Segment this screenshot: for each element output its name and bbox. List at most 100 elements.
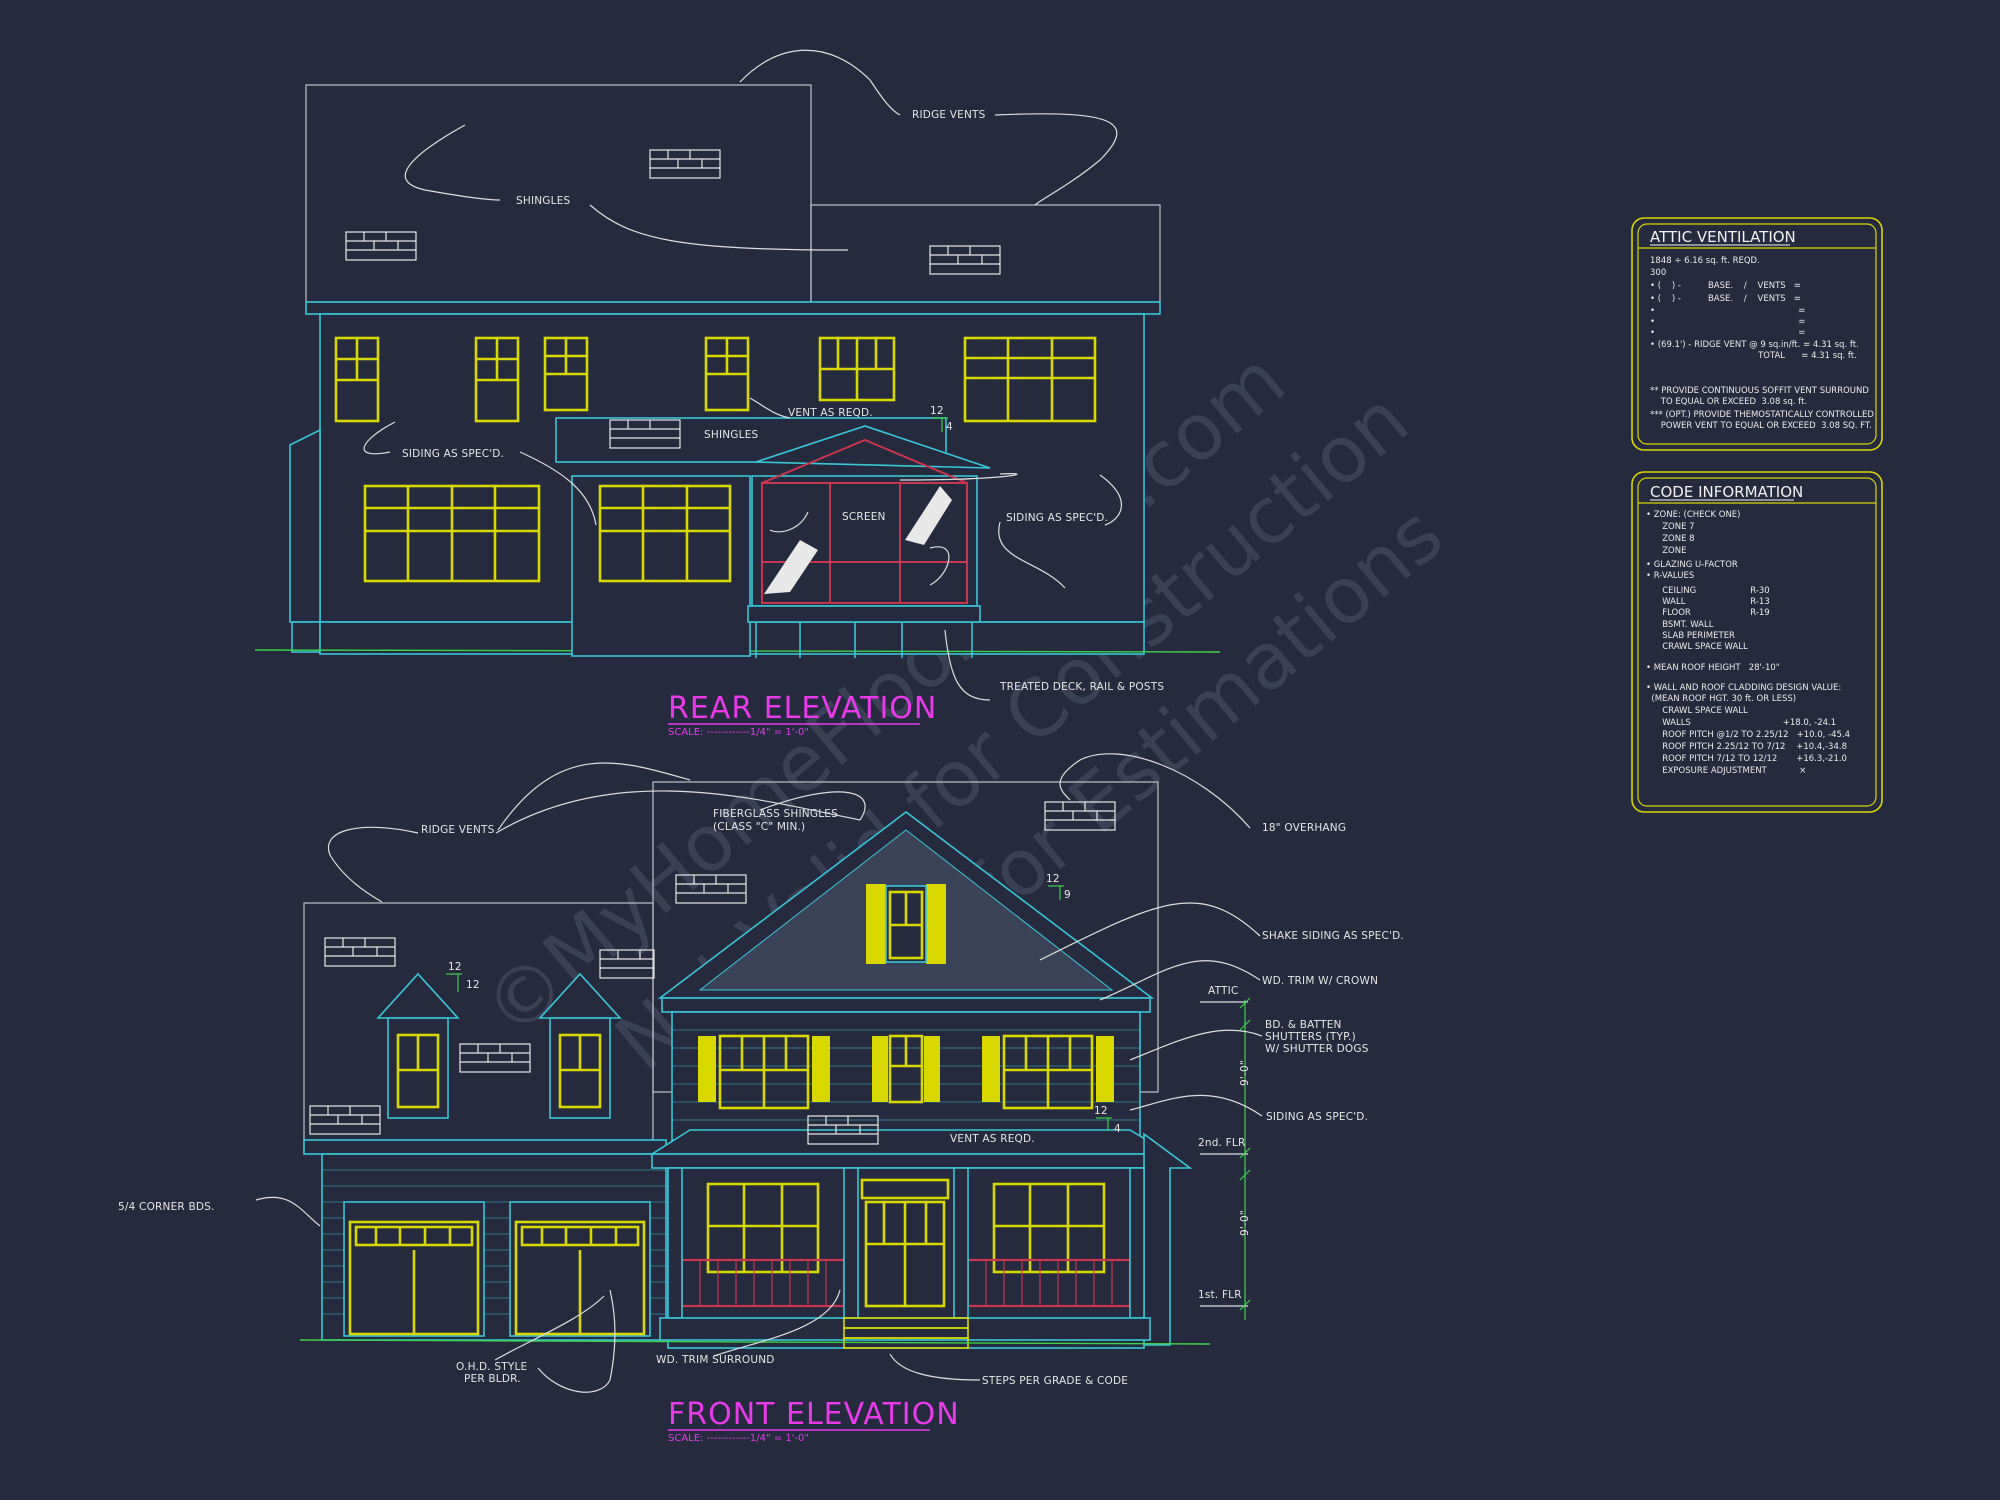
code-line: • GLAZING U-FACTOR [1646, 560, 1738, 570]
rear-bumpout [571, 475, 751, 657]
rear-pitch-rise: 12 [930, 405, 944, 417]
rear-roof-upper [305, 84, 812, 303]
note-front-fiberglass-2: (CLASS "C" MIN.) [713, 821, 805, 833]
front-dim-lower: 9'-0" [1239, 1210, 1251, 1236]
rear-screen-glare-1 [764, 540, 818, 594]
front-pitch-a-run: 12 [466, 979, 480, 991]
front-pitch-c-rise: 12 [1094, 1105, 1108, 1117]
rear-window [474, 336, 520, 423]
rear-window [334, 336, 380, 423]
front-pitch-b-rise: 12 [1046, 873, 1060, 885]
code-line: CRAWL SPACE WALL [1646, 706, 1748, 716]
code-line: ROOF PITCH 2.25/12 TO 7/12 +10.4,-34.8 [1646, 742, 1847, 752]
front-entry-door [860, 1178, 950, 1308]
code-line: • WALL AND ROOF CLADDING DESIGN VALUE: [1646, 683, 1841, 693]
rear-screen-glare-2 [905, 486, 952, 545]
front-garage-door-left [343, 1201, 485, 1337]
attic-line: POWER VENT TO EQUAL OR EXCEED 3.08 SQ. F… [1650, 421, 1872, 431]
code-line: (MEAN ROOF HGT. 30 ft. OR LESS) [1646, 694, 1796, 704]
rear-side-wing [289, 428, 321, 623]
front-roof-vents [309, 801, 1116, 1145]
code-line: ROOF PITCH 7/12 TO 12/12 +16.3,-21.0 [1646, 754, 1847, 764]
code-line: • R-VALUES [1646, 571, 1694, 581]
front-porch-roof [649, 1129, 1173, 1155]
front-railing-right-balusters [985, 1260, 1113, 1306]
note-front-ridge-vents: RIDGE VENTS [421, 824, 495, 836]
rear-window-triple [963, 336, 1097, 423]
note-front-batten-2: SHUTTERS (TYP.) [1265, 1031, 1356, 1043]
front-railing-left-balusters [699, 1260, 827, 1306]
code-line: ZONE [1646, 546, 1686, 556]
front-second-floor-wall [671, 1011, 1141, 1141]
front-pitch-markers [446, 885, 1112, 1130]
attic-line: 300 [1650, 268, 1666, 278]
code-line: FLOOR R-19 [1646, 608, 1770, 618]
front-dormer-right [538, 972, 622, 1119]
rear-deck [747, 605, 981, 623]
attic-line: • = [1650, 328, 1805, 338]
front-gable-band [661, 997, 1151, 1013]
front-garage-eave [303, 1139, 667, 1155]
rear-elevation: 12 4 RIDGE VENTS SHINGLES SHINGLES VENT … [254, 49, 1221, 738]
note-front-siding: SIDING AS SPEC'D. [1266, 1111, 1368, 1123]
note-front-steps: STEPS PER GRADE & CODE [982, 1375, 1128, 1387]
attic-line: TO EQUAL OR EXCEED 3.08 sq. ft. [1650, 397, 1807, 407]
note-rear-shingles: SHINGLES [516, 195, 571, 207]
attic-line: • = [1650, 317, 1805, 327]
attic-line: TOTAL = 4.31 sq. ft. [1650, 351, 1857, 361]
code-line: WALLS +18.0, -24.1 [1646, 718, 1836, 728]
rear-porch-gable [755, 425, 991, 469]
code-line: EXPOSURE ADJUSTMENT × [1646, 766, 1806, 776]
code-panel-lines: • ZONE: (CHECK ONE) ZONE 7 ZONE 8 ZONE •… [1646, 510, 1850, 776]
front-dormer-left [376, 972, 460, 1119]
code-line: ZONE 8 [1646, 534, 1695, 544]
front-pitch-b-run: 9 [1064, 889, 1071, 901]
code-line: • MEAN ROOF HEIGHT 28'-10" [1646, 663, 1780, 673]
note-rear-siding-right: SIDING AS SPEC'D. [1006, 512, 1108, 524]
rear-window-triple-lower [598, 484, 732, 583]
rear-eave [305, 301, 1161, 315]
note-front-shake: SHAKE SIDING AS SPEC'D. [1262, 930, 1404, 942]
rear-window-pair [818, 336, 896, 402]
front-elevation: 12 12 12 9 12 4 ATTIC 2nd. FLR 1st. FLR … [118, 753, 1404, 1444]
note-front-corner: 5/4 CORNER BDS. [118, 1201, 215, 1213]
code-line: • ZONE: (CHECK ONE) [1646, 510, 1740, 520]
note-rear-siding-left: SIDING AS SPEC'D. [402, 448, 504, 460]
code-panel-title: CODE INFORMATION [1650, 483, 1803, 501]
code-line: SLAB PERIMETER [1646, 631, 1735, 641]
front-side-wing [1143, 1132, 1193, 1346]
code-information-panel: CODE INFORMATION • ZONE: (CHECK ONE) ZON… [1631, 471, 1883, 813]
attic-line: *** (OPT.) PROVIDE THEMOSTATICALLY CONTR… [1650, 410, 1874, 420]
rear-leaders [363, 49, 1122, 701]
front-elevation-scale: SCALE: ------------1/4" = 1'-0" [668, 1433, 809, 1444]
front-grade-line [299, 1339, 1211, 1345]
code-line: CEILING R-30 [1646, 586, 1770, 596]
front-level-dimensions [1200, 997, 1251, 1320]
note-front-trim-crown: WD. TRIM W/ CROWN [1262, 975, 1378, 987]
attic-ventilation-panel: ATTIC VENTILATION 1848 ÷ 6.16 sq. ft. RE… [1631, 217, 1883, 451]
front-garage-door-right [509, 1201, 651, 1337]
code-line: ROOF PITCH @1/2 TO 2.25/12 +10.0, -45.4 [1646, 730, 1850, 740]
note-rear-deck: TREATED DECK, RAIL & POSTS [999, 681, 1164, 693]
rear-elevation-scale: SCALE: ------------1/4" = 1'-0" [668, 727, 809, 738]
rear-window [704, 336, 750, 412]
rear-window-quad [363, 484, 541, 583]
rear-deck-posts [755, 622, 973, 658]
front-level-attic: ATTIC [1208, 985, 1238, 997]
note-front-fiberglass-1: FIBERGLASS SHINGLES [713, 808, 838, 820]
front-dim-upper: 9'-0" [1239, 1060, 1251, 1086]
rear-window [543, 336, 589, 412]
attic-line: • = [1650, 306, 1805, 316]
note-front-batten-3: W/ SHUTTER DOGS [1265, 1043, 1369, 1055]
rear-roof-lower [810, 204, 1161, 303]
code-line: ZONE 7 [1646, 522, 1695, 532]
rear-pitch-marker: 12 4 [930, 405, 953, 433]
front-first-floor-windows [706, 1182, 1106, 1274]
front-gable-shutter-left [866, 884, 886, 964]
front-elevation-title: FRONT ELEVATION [668, 1397, 960, 1432]
note-front-ohd-1: O.H.D. STYLE [456, 1361, 527, 1373]
front-porch-fascia [651, 1153, 1171, 1169]
note-rear-ridge-vents: RIDGE VENTS [912, 109, 986, 121]
